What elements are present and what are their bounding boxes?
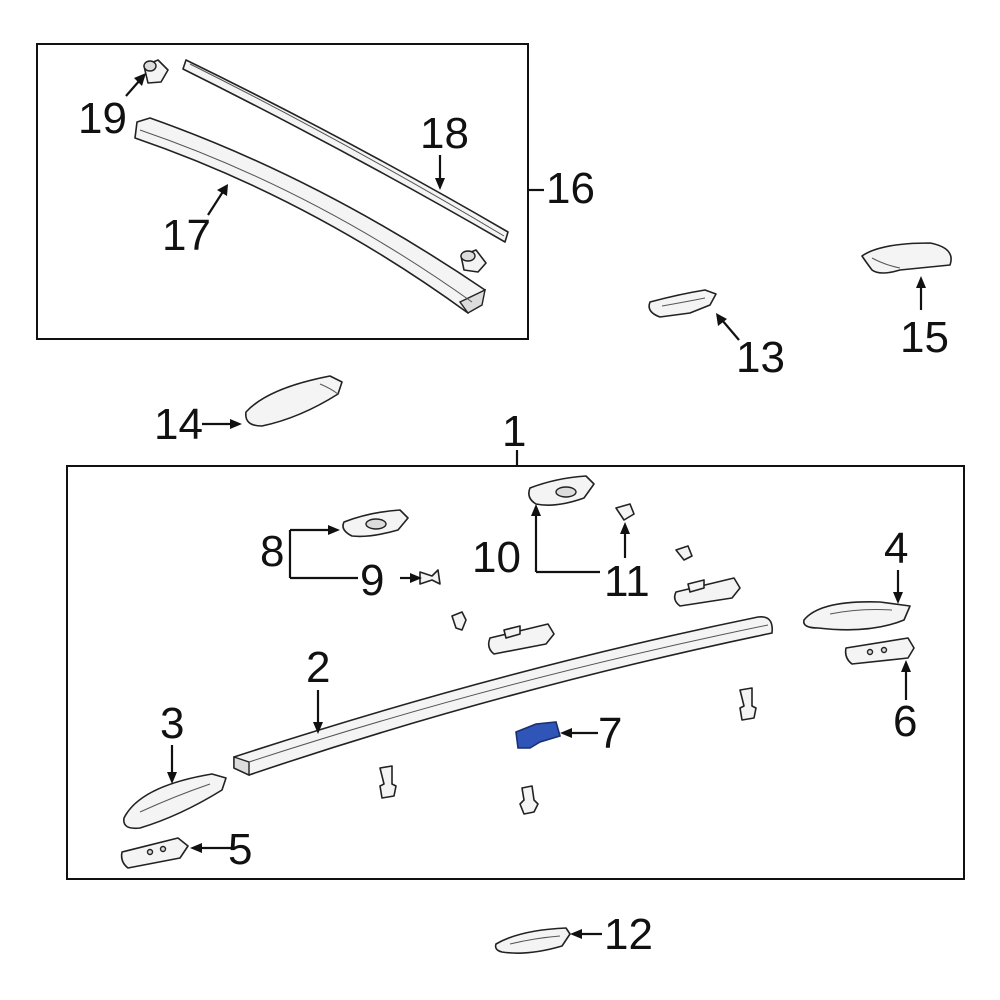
bolt-1[interactable]	[379, 765, 397, 799]
callout-4: 4	[884, 524, 908, 573]
assembly-box-1	[66, 465, 965, 880]
part-2-roof-rail[interactable]	[233, 616, 774, 777]
part-17-rail[interactable]	[134, 117, 486, 314]
callout-17: 17	[162, 211, 211, 260]
part-19-end-cap[interactable]	[143, 59, 169, 84]
callout-12: 12	[604, 910, 653, 959]
callout-19: 19	[78, 94, 127, 143]
callout-9: 9	[360, 556, 384, 605]
callout-1: 1	[502, 407, 526, 456]
callout-13: 13	[736, 333, 785, 382]
part-6-pad[interactable]	[844, 637, 915, 665]
part-7-highlighted[interactable]	[515, 721, 561, 749]
part-11-clip[interactable]	[615, 503, 635, 521]
assembly-box-16	[36, 43, 529, 340]
callout-16: 16	[546, 164, 595, 213]
bolt-2[interactable]	[739, 687, 757, 721]
callout-8: 8	[260, 527, 284, 576]
part-13-bracket[interactable]	[648, 289, 717, 318]
callout-11: 11	[604, 557, 650, 606]
arrowheads	[134, 73, 926, 939]
part-8-cover[interactable]	[342, 509, 409, 538]
part-18-rail[interactable]	[182, 59, 509, 243]
leader-lines	[125, 79, 923, 936]
callout-7: 7	[598, 709, 622, 758]
part-5-pad[interactable]	[120, 837, 189, 869]
part-10-cover[interactable]	[528, 475, 595, 506]
callout-10: 10	[472, 533, 521, 582]
part-3-end-cover[interactable]	[123, 773, 227, 830]
callout-5: 5	[228, 825, 252, 874]
callout-3: 3	[160, 699, 184, 748]
bolt-3[interactable]	[519, 785, 539, 815]
callout-15: 15	[900, 313, 949, 362]
screw-small-2[interactable]	[675, 545, 693, 561]
callout-18: 18	[420, 109, 469, 158]
part-15-end-cover[interactable]	[861, 242, 952, 274]
part-4-end-cover[interactable]	[802, 601, 911, 631]
part-9-clip[interactable]	[419, 569, 441, 585]
mounting-bracket-left[interactable]	[487, 623, 555, 655]
mounting-bracket-right[interactable]	[673, 577, 741, 607]
screw-small-1[interactable]	[451, 611, 467, 631]
part-14-end-cover[interactable]	[245, 375, 343, 427]
part-19-end-cap-lower[interactable]	[460, 249, 487, 273]
part-12-bracket[interactable]	[494, 927, 571, 954]
callout-2: 2	[306, 643, 330, 692]
callout-14: 14	[154, 400, 203, 449]
callout-6: 6	[893, 697, 917, 746]
